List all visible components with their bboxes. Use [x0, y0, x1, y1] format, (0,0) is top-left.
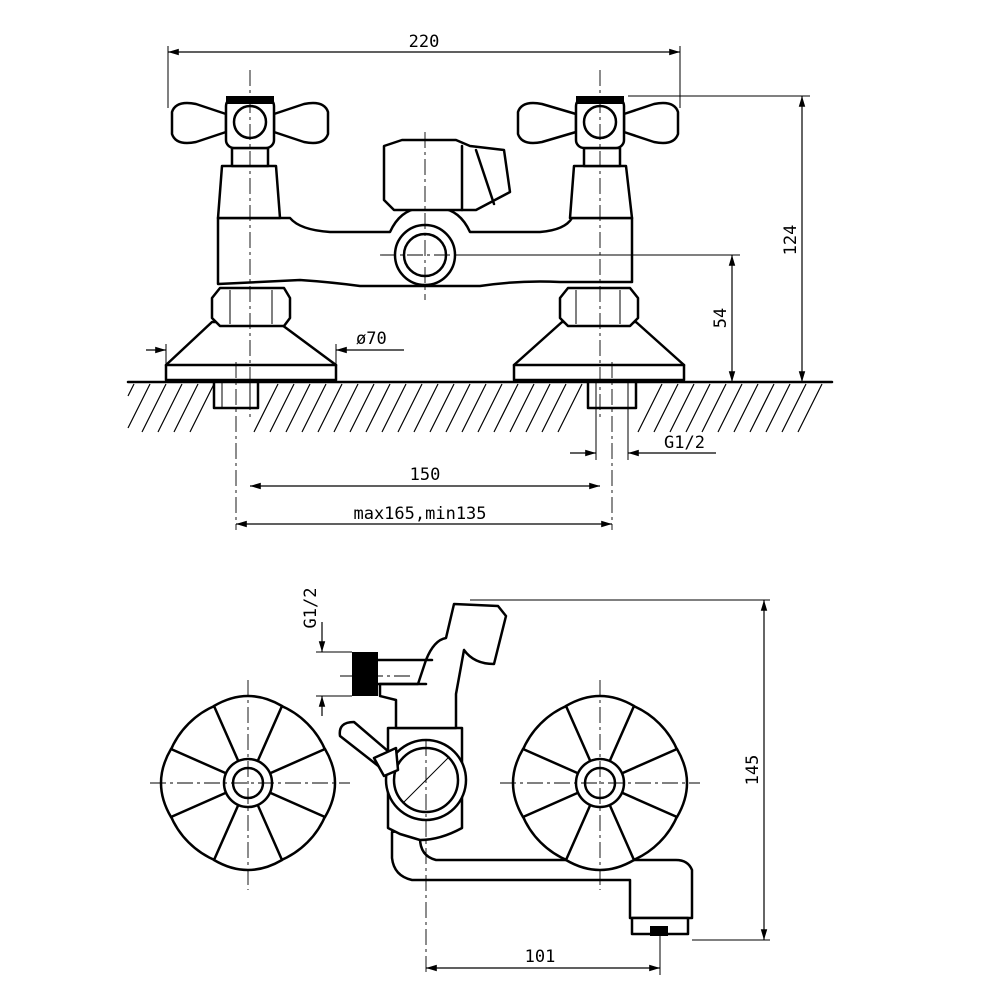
diverter-lever-top: [338, 720, 400, 778]
valve-body-right: [568, 146, 634, 220]
dimension-total-height: 124: [628, 95, 810, 382]
hatch-line: [541, 383, 567, 433]
hatch-line: [127, 383, 151, 429]
dimension-adjust-range: max165,min135: [236, 504, 612, 528]
dimension-inlet-thread: G1/2: [570, 408, 716, 460]
hatch-line: [127, 383, 135, 397]
label-outlet-height: 54: [711, 308, 731, 328]
wall-hatching: [126, 380, 834, 433]
hatch-line: [717, 383, 743, 433]
hatch-line: [525, 383, 551, 433]
hatch-line: [765, 383, 791, 433]
hatch-line: [253, 383, 279, 433]
label-outlet-thread-top: G1/2: [301, 588, 321, 629]
hatch-line: [669, 383, 695, 433]
hatch-line: [157, 383, 183, 433]
hatch-line: [685, 383, 711, 433]
center-lines-front: [235, 70, 613, 530]
flange-left: [164, 320, 338, 382]
label-center-distance: 150: [410, 465, 441, 485]
hex-nut-left: [210, 286, 292, 328]
valve-body-left: [216, 146, 282, 220]
hatch-line: [173, 383, 199, 433]
hatch-line: [301, 383, 327, 433]
top-view: G1/2 145 101: [150, 588, 770, 975]
label-top-view-height: 145: [743, 755, 763, 786]
label-total-height: 124: [781, 225, 801, 256]
hatch-line: [269, 383, 295, 433]
label-spout-reach: 101: [525, 947, 556, 967]
label-inlet-thread: G1/2: [664, 433, 705, 453]
spout: [390, 826, 694, 936]
label-adjust-range: max165,min135: [353, 504, 486, 524]
center-lines-top: [150, 675, 700, 975]
dimension-outlet-thread-top: G1/2: [301, 588, 352, 716]
hatch-line: [445, 383, 471, 433]
flange-right: [512, 320, 686, 382]
hatch-line: [413, 383, 439, 433]
label-overall-width: 220: [409, 32, 440, 52]
hatch-line: [461, 383, 487, 433]
hatch-line: [317, 383, 343, 433]
hatch-line: [333, 383, 359, 433]
hatch-line: [349, 383, 375, 433]
hatch-line: [509, 383, 535, 433]
hatch-line: [733, 383, 759, 433]
hex-nut-right: [558, 286, 640, 328]
hatch-line: [189, 383, 215, 433]
hatch-line: [397, 383, 423, 433]
hatch-line: [365, 383, 391, 433]
hatch-line: [557, 383, 583, 433]
hatch-line: [749, 383, 775, 433]
label-flange-diameter: ø70: [356, 329, 387, 349]
hatch-line: [493, 383, 519, 433]
dimension-center-distance: 150: [250, 465, 600, 490]
hatch-line: [477, 383, 503, 433]
dimension-spout-reach: 101: [426, 936, 661, 975]
dimension-flange-diameter: ø70: [146, 329, 404, 382]
hatch-line: [781, 383, 807, 433]
hatch-line: [797, 383, 823, 433]
hatch-line: [429, 383, 455, 433]
cross-handle-right: [516, 96, 680, 150]
hatch-line: [637, 383, 663, 433]
hatch-line: [141, 383, 167, 433]
hatch-line: [701, 383, 727, 433]
dimension-top-view-height: 145: [470, 599, 770, 941]
hatch-line: [285, 383, 311, 433]
diverter-knob: [382, 138, 512, 212]
dimension-outlet-height: 54: [455, 254, 740, 382]
handset-holder: [352, 602, 508, 730]
dimension-overall-width: 220: [167, 32, 681, 108]
hatch-line: [381, 383, 407, 433]
front-view: 220 124 54 ø70 G1/2: [126, 32, 834, 530]
hatch-line: [653, 383, 679, 433]
